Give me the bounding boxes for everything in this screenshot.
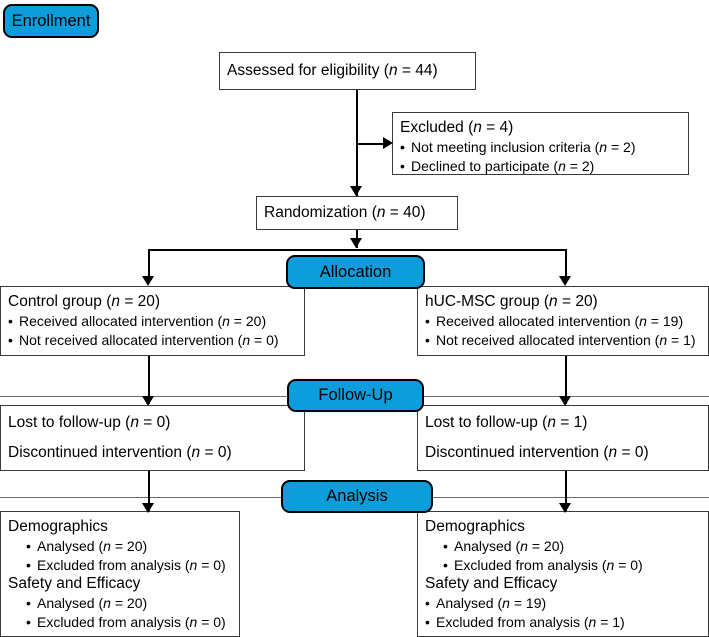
allocation-right-header: hUC-MSC group (n = 20) bbox=[425, 293, 598, 310]
stage-badge-enrollment-label: Enrollment bbox=[11, 11, 91, 30]
arrowhead-allocation-left bbox=[142, 276, 154, 286]
allocation-left-list: Received allocated intervention (n = 20)… bbox=[8, 312, 297, 349]
connector-to-excluded bbox=[356, 143, 389, 145]
box-allocation-huc-msc-group: hUC-MSC group (n = 20) Received allocate… bbox=[417, 286, 709, 356]
excluded-reason-list: Not meeting inclusion criteria (n = 2) D… bbox=[400, 138, 681, 175]
analysis-left-group-2-list: Analysed (n = 20) Excluded from analysis… bbox=[8, 594, 232, 631]
analysis-left-group-1-list: Analysed (n = 20) Excluded from analysis… bbox=[8, 537, 232, 574]
list-item: Analysed (n = 20) bbox=[26, 537, 232, 556]
arrowhead-to-excluded bbox=[383, 137, 393, 149]
allocation-right-list: Received allocated intervention (n = 19)… bbox=[425, 312, 701, 349]
connector-allocation-left-drop bbox=[148, 249, 150, 281]
randomization-text: Randomization (n = 40) bbox=[264, 204, 426, 221]
box-randomization: Randomization (n = 40) bbox=[256, 196, 458, 230]
followup-left-line-2: Discontinued intervention (n = 0) bbox=[8, 444, 232, 461]
connector-right-followup-to-analysis bbox=[565, 471, 567, 511]
list-item: Declined to participate (n = 2) bbox=[400, 157, 681, 176]
stage-badge-followup: Follow-Up bbox=[287, 379, 424, 412]
list-item: Received allocated intervention (n = 20) bbox=[8, 312, 297, 331]
box-followup-left: Lost to follow-up (n = 0) Discontinued i… bbox=[0, 405, 305, 471]
list-item: Excluded from analysis (n = 1) bbox=[425, 613, 701, 632]
list-item: Analysed (n = 20) bbox=[26, 594, 232, 613]
analysis-right-group-2-title: Safety and Efficacy bbox=[425, 575, 558, 592]
analysis-right-group-2-list: Analysed (n = 19) Excluded from analysis… bbox=[425, 594, 701, 631]
connector-allocation-right-drop bbox=[565, 249, 567, 281]
followup-left-line-1: Lost to follow-up (n = 0) bbox=[8, 414, 171, 431]
arrowhead-right-analysis bbox=[559, 503, 571, 513]
arrowhead-randomization-stem bbox=[350, 238, 362, 248]
list-item: Excluded from analysis (n = 0) bbox=[26, 556, 232, 575]
box-analysis-left: Demographics Analysed (n = 20) Excluded … bbox=[0, 511, 240, 637]
allocation-left-header: Control group (n = 20) bbox=[8, 293, 161, 310]
box-allocation-control-group: Control group (n = 20) Received allocate… bbox=[0, 286, 305, 356]
excluded-header: Excluded (n = 4) bbox=[400, 119, 514, 136]
box-followup-right: Lost to follow-up (n = 1) Discontinued i… bbox=[417, 405, 709, 471]
box-excluded: Excluded (n = 4) Not meeting inclusion c… bbox=[392, 112, 689, 175]
analysis-right-group-1-title: Demographics bbox=[425, 518, 525, 535]
analysis-left-group-1-title: Demographics bbox=[8, 518, 108, 535]
box-assessed-for-eligibility: Assessed for eligibility (n = 44) bbox=[219, 52, 476, 90]
connector-allocation-split-bus bbox=[148, 249, 567, 251]
list-item: Not received allocated intervention (n =… bbox=[425, 331, 701, 350]
arrowhead-left-followup bbox=[142, 396, 154, 406]
connector-left-allocation-to-followup bbox=[148, 356, 150, 404]
stage-badge-enrollment: Enrollment bbox=[3, 4, 99, 38]
list-item: Not received allocated intervention (n =… bbox=[8, 331, 297, 350]
assessed-text: Assessed for eligibility (n = 44) bbox=[227, 62, 438, 79]
list-item: Analysed (n = 20) bbox=[443, 537, 701, 556]
followup-right-line-1: Lost to follow-up (n = 1) bbox=[425, 414, 588, 431]
stage-badge-allocation-label: Allocation bbox=[319, 262, 392, 281]
analysis-left-group-2-title: Safety and Efficacy bbox=[8, 575, 141, 592]
arrowhead-right-followup bbox=[559, 396, 571, 406]
box-analysis-right: Demographics Analysed (n = 20) Excluded … bbox=[417, 511, 709, 637]
analysis-right-group-1-list: Analysed (n = 20) Excluded from analysis… bbox=[425, 537, 701, 574]
stage-badge-allocation: Allocation bbox=[286, 255, 425, 289]
arrowhead-left-analysis bbox=[142, 503, 154, 513]
connector-left-followup-to-analysis bbox=[148, 471, 150, 511]
list-item: Excluded from analysis (n = 0) bbox=[443, 556, 701, 575]
followup-right-line-2: Discontinued intervention (n = 0) bbox=[425, 444, 649, 461]
stage-badge-analysis-label: Analysis bbox=[326, 487, 388, 505]
list-item: Excluded from analysis (n = 0) bbox=[26, 613, 232, 632]
arrowhead-allocation-right bbox=[559, 276, 571, 286]
connector-right-allocation-to-followup bbox=[565, 356, 567, 404]
arrowhead-to-randomization bbox=[350, 186, 362, 196]
list-item: Analysed (n = 19) bbox=[425, 594, 701, 613]
stage-badge-analysis: Analysis bbox=[281, 480, 433, 513]
stage-badge-followup-label: Follow-Up bbox=[318, 386, 393, 404]
list-item: Received allocated intervention (n = 19) bbox=[425, 312, 701, 331]
list-item: Not meeting inclusion criteria (n = 2) bbox=[400, 138, 681, 157]
